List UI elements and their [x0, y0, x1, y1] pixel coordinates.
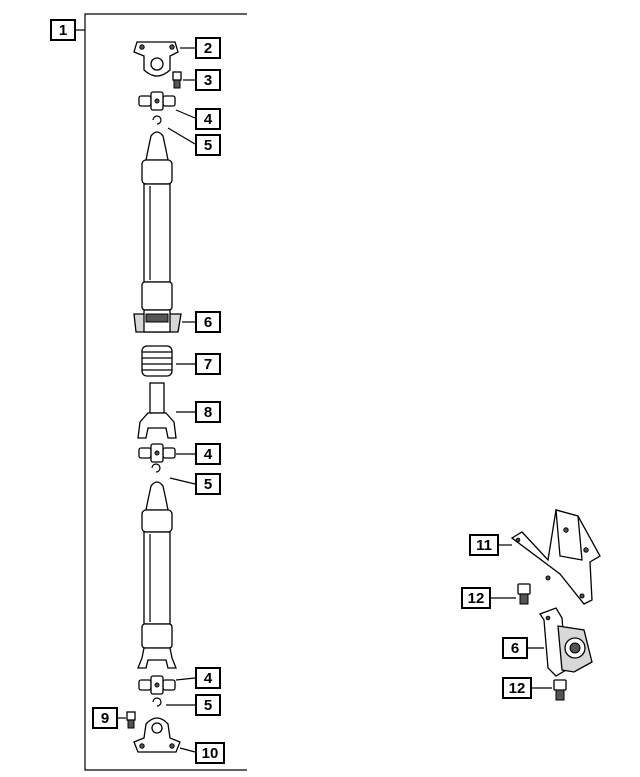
center-bearing	[133, 309, 182, 333]
callout-9: 9	[92, 707, 118, 729]
slip-boot	[141, 345, 173, 377]
callout-4-bottom: 4	[195, 667, 221, 689]
callout-8: 8	[195, 401, 221, 423]
front-shaft-tube	[141, 131, 173, 311]
center-bearing-bracket	[510, 509, 601, 605]
bolt-part-12-lower	[553, 679, 567, 701]
leader-4a	[175, 109, 196, 119]
leader-4c	[175, 677, 196, 681]
callout-4-top: 4	[195, 108, 221, 130]
rear-shaft-tube	[137, 481, 177, 669]
callout-10: 10	[195, 742, 225, 764]
callout-12-upper: 12	[461, 587, 491, 609]
callout-6-right: 6	[502, 637, 528, 659]
callout-11: 11	[469, 534, 499, 556]
snap-ring-middle	[151, 463, 161, 473]
leader-5a	[167, 127, 196, 145]
callout-6-shaft: 6	[195, 311, 221, 333]
snap-ring-bottom	[152, 697, 162, 707]
bolt-part-3	[172, 71, 182, 89]
flange-yoke-top	[133, 41, 179, 77]
assembly-bracket	[84, 13, 247, 771]
snap-ring-top	[152, 115, 162, 125]
callout-5-top: 5	[195, 134, 221, 156]
callout-1: 1	[50, 19, 76, 41]
callout-2: 2	[195, 37, 221, 59]
flange-yoke-bottom	[133, 717, 181, 753]
leader-10	[179, 747, 196, 753]
callout-3: 3	[195, 69, 221, 91]
callout-12-lower: 12	[502, 677, 532, 699]
slip-yoke	[137, 382, 177, 439]
callout-5-bottom: 5	[195, 694, 221, 716]
callout-5-middle: 5	[195, 473, 221, 495]
leader-5b	[169, 477, 196, 485]
bolt-part-12-upper	[517, 583, 531, 605]
universal-joint-middle	[138, 443, 176, 463]
callout-4-middle: 4	[195, 443, 221, 465]
bolt-part-9	[126, 711, 136, 729]
universal-joint-top	[138, 91, 176, 111]
universal-joint-bottom	[138, 675, 176, 695]
center-bearing-right	[539, 607, 593, 677]
callout-7: 7	[195, 353, 221, 375]
